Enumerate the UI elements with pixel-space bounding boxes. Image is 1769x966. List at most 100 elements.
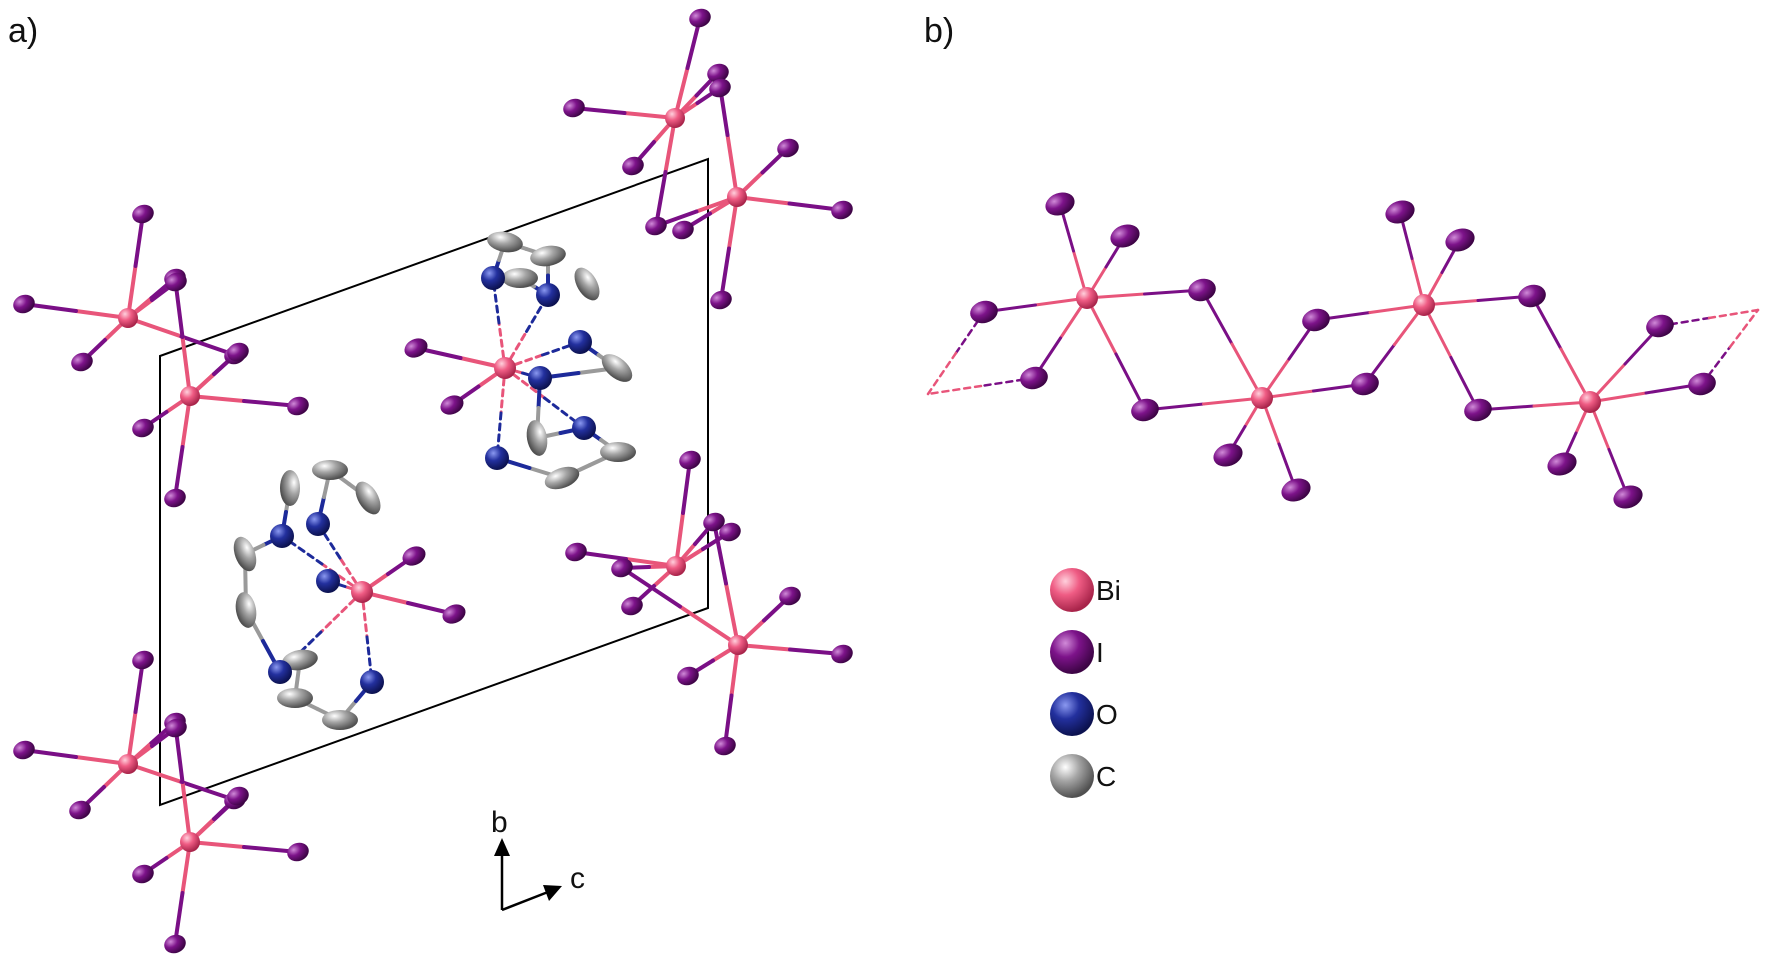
iodine-atom bbox=[402, 546, 426, 566]
iodine-atom bbox=[710, 290, 732, 310]
oxygen-atom bbox=[306, 512, 330, 536]
iodine-atom bbox=[677, 666, 699, 686]
carbon-atom bbox=[233, 536, 257, 572]
iodine-atom bbox=[679, 450, 701, 470]
c-axis-label: c bbox=[570, 862, 585, 895]
iodine-atom bbox=[227, 786, 249, 806]
carbon-atom bbox=[502, 268, 538, 288]
iodine-atom bbox=[132, 650, 154, 670]
carbon-atom bbox=[277, 688, 313, 708]
legend-c-swatch bbox=[1050, 754, 1094, 798]
carbon-atom bbox=[601, 354, 633, 382]
oxygen-atom bbox=[316, 569, 340, 593]
iodine-atom bbox=[1445, 228, 1475, 252]
oxygen-atom bbox=[528, 366, 552, 390]
iodine-atom bbox=[1110, 224, 1140, 248]
iodine-atom bbox=[645, 216, 667, 236]
iodine-atom bbox=[404, 338, 428, 358]
iodine-atom bbox=[165, 272, 187, 292]
carbon-atom bbox=[355, 481, 381, 515]
bismuth-atom bbox=[180, 832, 200, 852]
bismuth-atom bbox=[1076, 287, 1098, 309]
bond bbox=[954, 310, 986, 355]
iodine-atom bbox=[165, 718, 187, 738]
bond bbox=[543, 396, 586, 430]
bond bbox=[320, 562, 364, 594]
legend: Bi I O C bbox=[1050, 568, 1121, 798]
bismuth-atom bbox=[494, 357, 516, 379]
iodine-atom bbox=[13, 740, 35, 760]
iodine-atom bbox=[1281, 478, 1311, 502]
iodine-atom bbox=[1020, 366, 1048, 390]
iodine-atom bbox=[622, 156, 644, 176]
legend-item-c: C bbox=[1050, 754, 1116, 798]
iodine-atom bbox=[689, 8, 711, 28]
iodine-atom bbox=[164, 934, 186, 954]
bismuth-atom bbox=[1579, 391, 1601, 413]
panel-a-label: a) bbox=[8, 12, 38, 50]
legend-item-bi: Bi bbox=[1050, 568, 1121, 612]
oxygen-atom bbox=[536, 283, 560, 307]
oxygen-atom bbox=[572, 416, 596, 440]
iodine-atom bbox=[1464, 398, 1492, 422]
carbon-atom bbox=[574, 267, 600, 301]
iodine-atom bbox=[1131, 398, 1159, 422]
legend-item-o: O bbox=[1050, 692, 1118, 736]
legend-o-swatch bbox=[1050, 692, 1094, 736]
iodine-atom bbox=[672, 220, 694, 240]
b-axis-arrowhead bbox=[494, 838, 510, 856]
iodine-atom bbox=[777, 138, 799, 158]
oxygen-atom bbox=[481, 266, 505, 290]
bond bbox=[678, 604, 740, 647]
panel-b-chain-bonds bbox=[926, 202, 1760, 499]
iodine-atom bbox=[779, 586, 801, 606]
iodine-atom bbox=[621, 596, 643, 616]
bismuth-atom bbox=[666, 556, 686, 576]
bismuth-atom bbox=[118, 754, 138, 774]
iodine-atom bbox=[1045, 192, 1075, 216]
c-axis-arrowhead bbox=[543, 885, 562, 901]
bond bbox=[1658, 316, 1711, 328]
carbon-atom bbox=[530, 245, 566, 267]
bismuth-atom bbox=[728, 635, 748, 655]
iodine-atom bbox=[287, 842, 309, 862]
iodine-atom bbox=[707, 63, 729, 83]
bond bbox=[724, 581, 740, 647]
iodine-atom bbox=[719, 522, 741, 542]
legend-bi-swatch bbox=[1050, 568, 1094, 612]
iodine-atom bbox=[714, 736, 736, 756]
legend-o-label: O bbox=[1096, 699, 1118, 730]
bond bbox=[926, 384, 983, 396]
c-axis-arrow bbox=[501, 890, 549, 912]
iodine-atom bbox=[442, 604, 466, 624]
iodine-atom bbox=[1688, 372, 1716, 396]
iodine-atom bbox=[1613, 485, 1643, 509]
bond bbox=[360, 590, 369, 639]
bismuth-atom bbox=[665, 108, 685, 128]
iodine-atom bbox=[1188, 278, 1216, 302]
bond bbox=[1728, 308, 1760, 349]
bismuth-atom bbox=[180, 386, 200, 406]
bond bbox=[1707, 308, 1760, 320]
oxygen-atom bbox=[270, 524, 294, 548]
bond bbox=[180, 780, 192, 844]
bismuth-atom bbox=[118, 308, 138, 328]
iodine-atom bbox=[1302, 308, 1330, 332]
panel-b-chain-atoms bbox=[970, 192, 1716, 509]
iodine-atom bbox=[970, 300, 998, 324]
oxygen-atom bbox=[568, 330, 592, 354]
iodine-atom bbox=[227, 342, 249, 362]
bond bbox=[1700, 345, 1732, 386]
bismuth-atom bbox=[1413, 294, 1435, 316]
bond bbox=[712, 520, 728, 586]
iodine-atom bbox=[164, 488, 186, 508]
axis-indicator: b c bbox=[491, 806, 585, 912]
iodine-atom bbox=[1385, 200, 1415, 224]
carbon-atom bbox=[235, 592, 257, 628]
carbon-atom bbox=[544, 466, 580, 490]
b-axis-label: b bbox=[491, 806, 508, 839]
iodine-atom bbox=[831, 644, 853, 664]
carbon-atom bbox=[312, 460, 348, 480]
carbon-atom bbox=[600, 442, 636, 462]
